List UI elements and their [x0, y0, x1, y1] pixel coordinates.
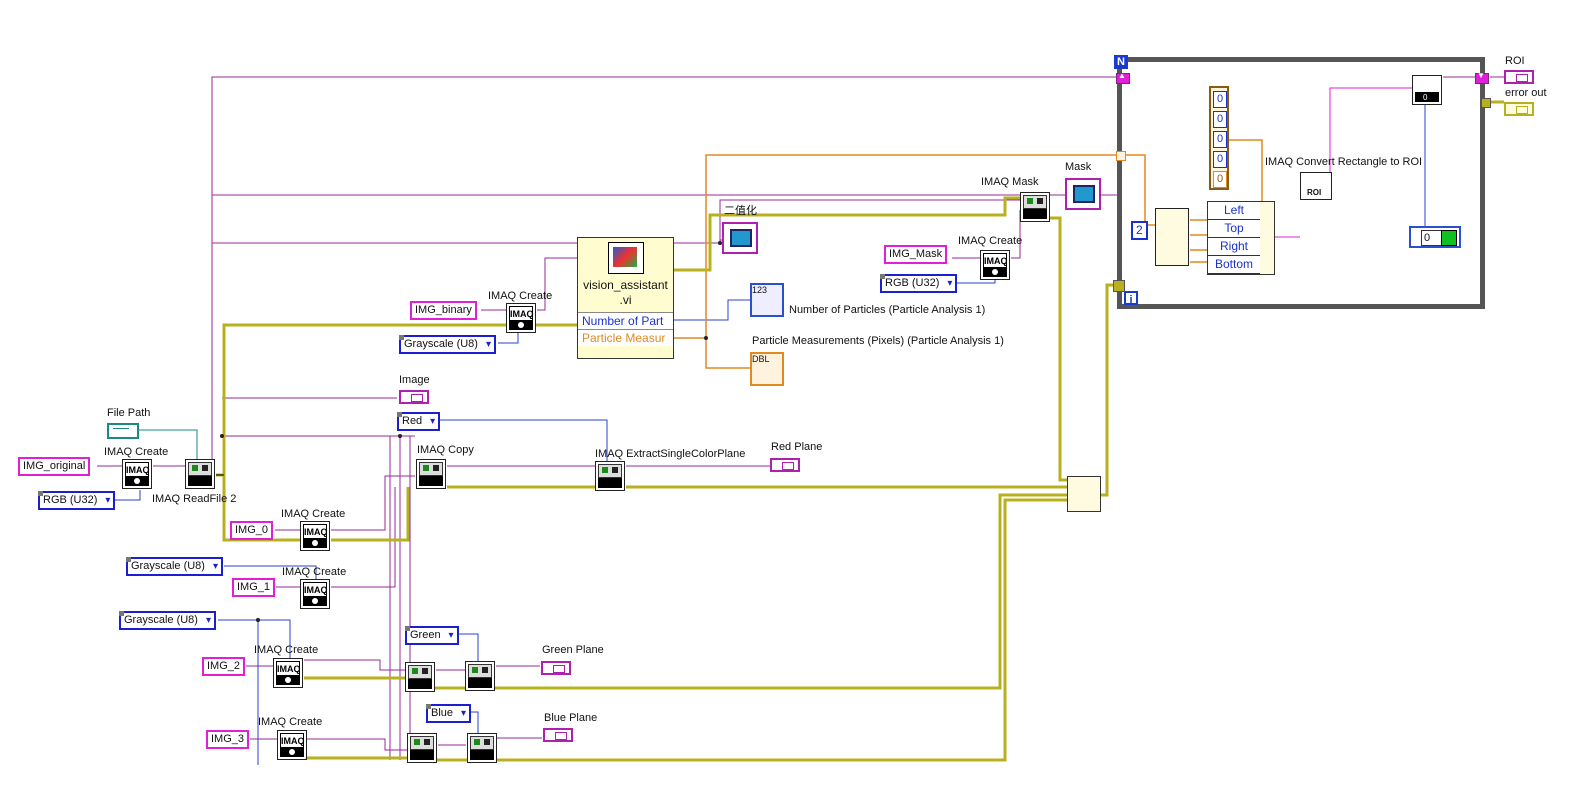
img-0-constant[interactable]: IMG_0 [230, 521, 274, 540]
unbundle-top: Top [1208, 220, 1260, 238]
imaq-mask-label: IMAQ Mask [981, 176, 1039, 188]
imaq-readfile-label: IMAQ ReadFile 2 [152, 493, 237, 505]
shift-register-left [1116, 71, 1130, 84]
red-plane-indicator [770, 458, 800, 472]
num-particles-indicator: 123 [750, 283, 784, 317]
imaq-extract-node-1[interactable] [595, 461, 625, 491]
imaq-extract-node-3[interactable] [467, 733, 497, 763]
imaq-mask-node[interactable] [1020, 192, 1050, 222]
blue-enum[interactable]: Blue [426, 704, 472, 723]
array-cell[interactable]: 0 [1213, 111, 1227, 128]
unbundle-left: Left [1208, 202, 1260, 220]
imaq-create-node-7[interactable]: IMAQ [980, 250, 1010, 280]
roi-label: ROI [1505, 55, 1525, 67]
constant-two[interactable]: 2 [1131, 221, 1148, 240]
imaq-convert-node[interactable]: ROI [1300, 172, 1332, 200]
roi-build-node[interactable]: 0 [1412, 75, 1442, 105]
imaq-create-label-4: IMAQ Create [254, 644, 319, 656]
unbundle-bottom: Bottom [1208, 256, 1260, 274]
image-label: Image [399, 374, 430, 386]
rgb-u32-enum-1[interactable]: RGB (U32) [38, 491, 116, 510]
imaq-create-node-5[interactable]: IMAQ [277, 730, 307, 760]
roi-indicator [1504, 70, 1534, 84]
orange-tunnel [1116, 151, 1126, 161]
loop-iteration-terminal: i [1124, 291, 1138, 306]
green-plane-indicator [541, 661, 571, 675]
shift-register-right [1475, 71, 1489, 84]
red-enum[interactable]: Red [397, 412, 441, 431]
mask-label: Mask [1065, 161, 1092, 173]
array-cell[interactable]: 0 [1213, 91, 1227, 108]
grayscale-enum-2[interactable]: Grayscale (U8) [119, 611, 216, 630]
imaq-extract-label: IMAQ ExtractSingleColorPlane [595, 448, 746, 460]
array-constant[interactable]: 0 0 0 0 0 [1209, 86, 1229, 190]
imaq-copy-label: IMAQ Copy [417, 444, 474, 456]
img-original-constant[interactable]: IMG_original [18, 457, 91, 476]
red-plane-label: Red Plane [771, 441, 823, 453]
array-cell[interactable]: 0 [1213, 171, 1227, 188]
green-plane-label: Green Plane [542, 644, 604, 656]
imaq-copy-node-1[interactable] [416, 459, 446, 489]
imaq-create-node-4[interactable]: IMAQ [273, 658, 303, 688]
rgb-u32-enum-2[interactable]: RGB (U32) [880, 274, 958, 293]
error-tunnel-left [1113, 280, 1125, 292]
imaq-create-node-2[interactable]: IMAQ [300, 521, 330, 551]
img-binary-constant[interactable]: IMG_binary [410, 301, 477, 320]
particle-meas-label: Particle Measurements (Pixels) (Particle… [752, 335, 1004, 347]
imaq-copy-node-3[interactable] [407, 733, 437, 763]
array-cell[interactable]: 0 [1213, 151, 1227, 168]
blue-plane-indicator [543, 728, 573, 742]
mask-display [1065, 178, 1101, 210]
imaq-create-node-6[interactable]: IMAQ [506, 303, 536, 333]
img-3-constant[interactable]: IMG_3 [206, 730, 250, 749]
particle-meas-indicator: DBL [750, 352, 784, 386]
imaq-extract-node-2[interactable] [465, 661, 495, 691]
unbundle-right: Right [1208, 238, 1260, 256]
img-2-constant[interactable]: IMG_2 [202, 657, 246, 676]
imaq-create-label-3: IMAQ Create [282, 566, 347, 578]
index-boolean-control[interactable]: 0 [1409, 226, 1461, 248]
grayscale-enum-1[interactable]: Grayscale (U8) [126, 557, 223, 576]
imaq-copy-node-2[interactable] [405, 662, 435, 692]
image-indicator [399, 390, 429, 404]
imaq-create-node-3[interactable]: IMAQ [300, 579, 330, 609]
blue-plane-label: Blue Plane [544, 712, 598, 724]
binarize-label: 二值化 [724, 205, 757, 217]
img-1-constant[interactable]: IMG_1 [232, 578, 276, 597]
for-loop [1117, 57, 1485, 309]
green-enum[interactable]: Green [405, 626, 459, 645]
va-terminal-number-of-particles[interactable]: Number of Part [578, 312, 673, 329]
vision-assistant-icon [608, 242, 644, 274]
loop-count-terminal[interactable]: N [1114, 55, 1128, 69]
imaq-create-label-1: IMAQ Create [104, 446, 169, 458]
file-path-control[interactable] [107, 423, 139, 439]
num-particles-label: Number of Particles (Particle Analysis 1… [789, 304, 986, 316]
imaq-create-label-7: IMAQ Create [958, 235, 1023, 247]
vision-assistant-name: vision_assistant .vi [583, 278, 668, 307]
imaq-create-label-5: IMAQ Create [258, 716, 323, 728]
index-array-node[interactable] [1155, 208, 1189, 266]
binarize-display [722, 222, 758, 254]
file-path-label: File Path [107, 407, 151, 419]
error-out-label: error out [1505, 87, 1547, 99]
imaq-readfile-node[interactable] [185, 459, 215, 489]
imaq-create-node-1[interactable]: IMAQ [122, 459, 152, 489]
grayscale-enum-3[interactable]: Grayscale (U8) [399, 335, 496, 354]
error-tunnel-right [1481, 98, 1491, 108]
unbundle-by-name-node[interactable]: Left Top Right Bottom [1207, 201, 1275, 275]
imaq-create-label-2: IMAQ Create [281, 508, 346, 520]
vision-assistant-node[interactable]: vision_assistant .vi Number of Part Part… [577, 237, 674, 359]
va-terminal-particle-measurements[interactable]: Particle Measur [578, 329, 673, 346]
imaq-create-label-6: IMAQ Create [488, 290, 553, 302]
imaq-convert-label: IMAQ Convert Rectangle to ROI [1265, 156, 1423, 168]
img-mask-constant[interactable]: IMG_Mask [884, 245, 948, 264]
array-cell[interactable]: 0 [1213, 131, 1227, 148]
error-out-indicator [1504, 102, 1534, 116]
build-array-node[interactable] [1067, 476, 1101, 512]
